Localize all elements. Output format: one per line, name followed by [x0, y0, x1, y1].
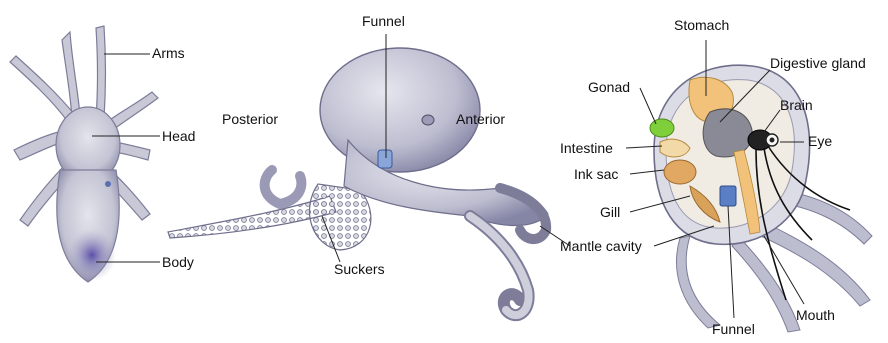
- label-posterior: Posterior: [222, 112, 278, 126]
- label-brain: Brain: [780, 98, 813, 112]
- label-mantle-cavity: Mantle cavity: [560, 239, 642, 253]
- label-digestive-gland: Digestive gland: [770, 56, 866, 70]
- label-arms: Arms: [152, 46, 185, 60]
- label-funnel-side: Funnel: [362, 14, 405, 28]
- label-anterior: Anterior: [456, 112, 505, 126]
- label-mouth: Mouth: [796, 308, 835, 322]
- cutaway-octopus: [650, 65, 872, 332]
- label-gill: Gill: [600, 205, 620, 219]
- label-gonad: Gonad: [588, 80, 630, 94]
- label-ink-sac: Ink sac: [574, 167, 618, 181]
- label-head: Head: [162, 129, 195, 143]
- label-intestine: Intestine: [560, 141, 613, 155]
- label-eye: Eye: [808, 134, 832, 148]
- label-body: Body: [162, 255, 194, 269]
- label-stomach: Stomach: [674, 18, 729, 32]
- label-suckers: Suckers: [334, 262, 385, 276]
- label-funnel-cutaway: Funnel: [712, 322, 755, 336]
- dorsal-view-octopus: [10, 26, 158, 282]
